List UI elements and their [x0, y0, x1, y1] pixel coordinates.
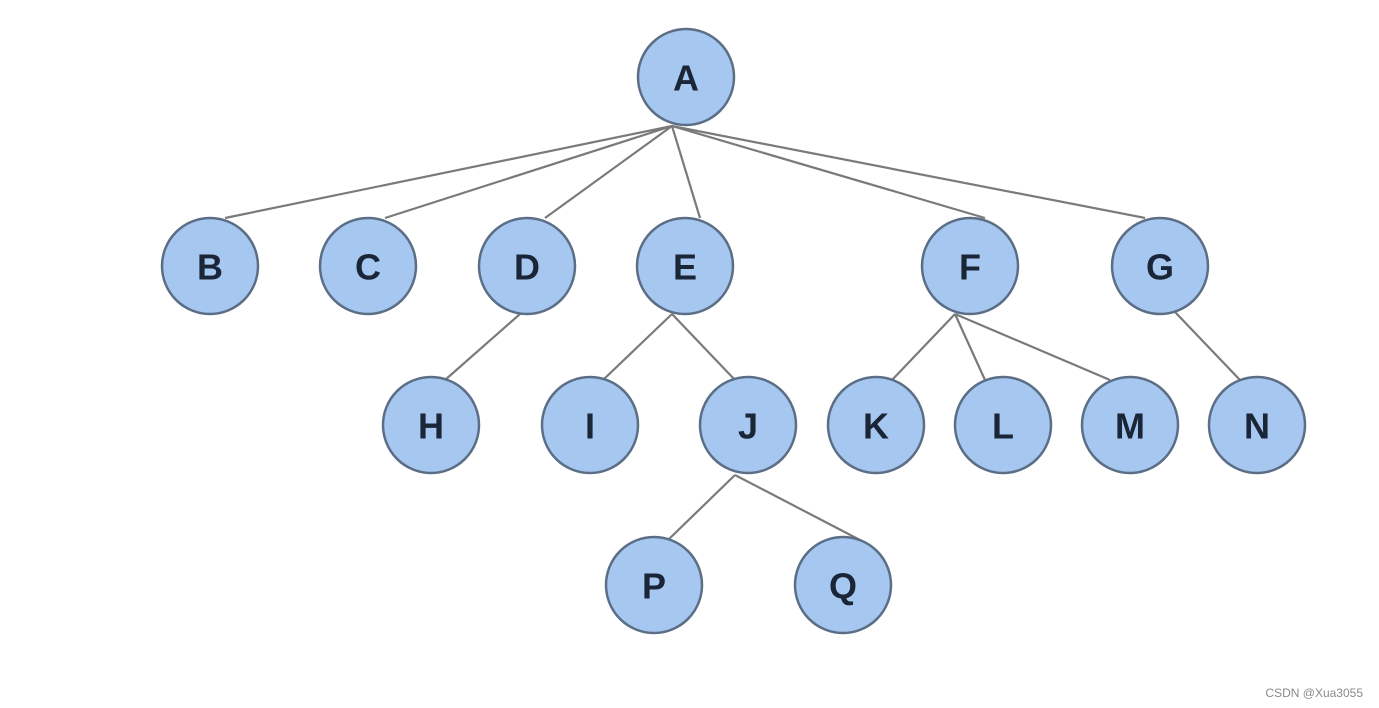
node-label: F: [959, 247, 981, 288]
node-label: K: [863, 406, 889, 447]
node-label: H: [418, 406, 444, 447]
node-circle: [1207, 375, 1307, 475]
edge-a-e: [670, 125, 702, 219]
edge-e-j: [671, 313, 736, 381]
node-circle: [920, 216, 1020, 316]
edge-j-q: [734, 474, 861, 541]
edge-a-g: [671, 124, 1146, 220]
node-circle: [826, 375, 926, 475]
node-d: D: [477, 216, 577, 316]
node-p: P: [604, 535, 704, 635]
node-label: E: [673, 247, 697, 288]
edge-e-i: [602, 313, 673, 381]
node-circle: [698, 375, 798, 475]
node-e: E: [635, 216, 735, 316]
node-label: J: [738, 406, 758, 447]
node-circle: [953, 375, 1053, 475]
node-c: C: [318, 216, 418, 316]
tree-nodes: A B C D E F G H I J K L M N P Q: [160, 27, 1307, 635]
node-label: A: [673, 58, 699, 99]
node-label: G: [1146, 247, 1174, 288]
node-circle: [381, 375, 481, 475]
node-m: M: [1080, 375, 1180, 475]
tree-edges: [224, 124, 1241, 541]
node-a: A: [636, 27, 736, 127]
node-i: I: [540, 375, 640, 475]
node-circle: [604, 535, 704, 635]
node-f: F: [920, 216, 1020, 316]
edge-f-l: [953, 313, 987, 381]
node-label: P: [642, 566, 666, 607]
node-n: N: [1207, 375, 1307, 475]
node-circle: [318, 216, 418, 316]
node-label: B: [197, 247, 223, 288]
edge-a-b: [224, 124, 673, 220]
edge-f-m: [954, 312, 1111, 382]
edge-j-p: [667, 474, 736, 541]
node-j: J: [698, 375, 798, 475]
node-circle: [635, 216, 735, 316]
node-q: Q: [793, 535, 893, 635]
node-label: L: [992, 406, 1014, 447]
node-l: L: [953, 375, 1053, 475]
node-circle: [636, 27, 736, 127]
node-circle: [1080, 375, 1180, 475]
node-h: H: [381, 375, 481, 475]
node-k: K: [826, 375, 926, 475]
node-label: I: [585, 406, 595, 447]
node-label: C: [355, 247, 381, 288]
node-label: M: [1115, 406, 1145, 447]
edge-a-d: [544, 125, 673, 219]
node-circle: [1110, 216, 1210, 316]
edge-d-h: [444, 313, 521, 381]
node-circle: [160, 216, 260, 316]
edge-a-c: [384, 124, 673, 220]
node-g: G: [1110, 216, 1210, 316]
node-label: Q: [829, 566, 857, 607]
node-label: N: [1244, 406, 1270, 447]
watermark: CSDN @Xua3055: [1265, 686, 1363, 700]
edge-f-k: [891, 313, 956, 381]
node-circle: [477, 216, 577, 316]
node-circle: [793, 535, 893, 635]
node-circle: [540, 375, 640, 475]
edge-g-n: [1174, 311, 1241, 381]
edge-a-f: [671, 124, 986, 220]
node-label: D: [514, 247, 540, 288]
node-b: B: [160, 216, 260, 316]
